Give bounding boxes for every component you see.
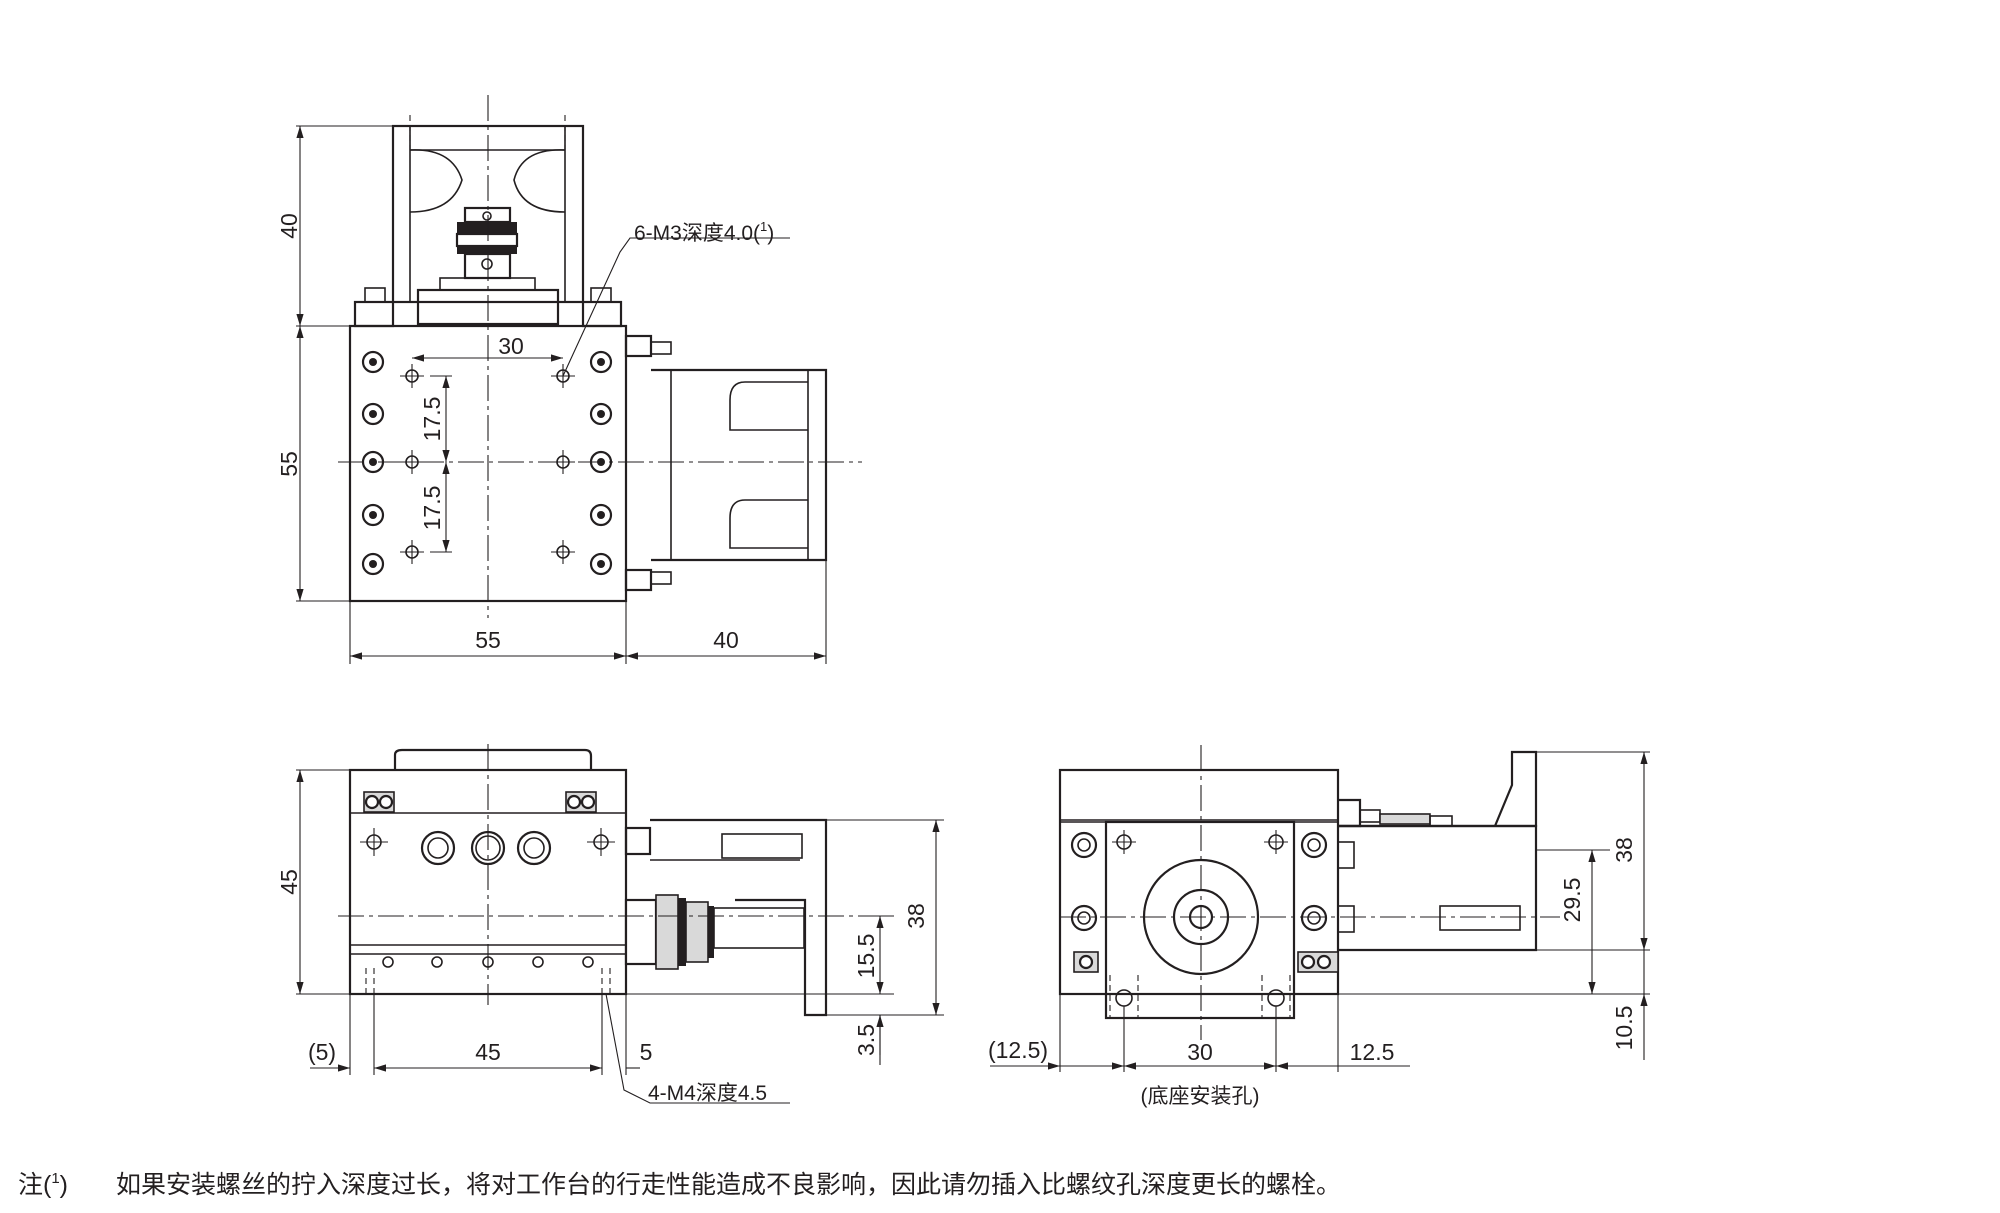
callout-m3-holes: 6-M3深度4.0(1) <box>634 219 774 245</box>
dim-front-height: 45 <box>276 869 302 895</box>
footnote: 注(1) 如果安装螺丝的拧入深度过长，将对工作台的行走性能造成不良影响，因此请勿… <box>18 1170 1341 1199</box>
footnote-text: 如果安装螺丝的拧入深度过长，将对工作台的行走性能造成不良影响，因此请勿插入比螺纹… <box>116 1171 1341 1199</box>
counterbore-holes <box>361 350 613 576</box>
dim-top-height-main: 55 <box>276 451 302 477</box>
dim-hole-spacing: 30 <box>498 333 524 359</box>
callout-m4-holes: 4-M4深度4.5 <box>648 1082 767 1105</box>
dim-side-left: (12.5) <box>988 1037 1048 1063</box>
dim-side-holes: 30 <box>1187 1039 1213 1065</box>
front-view: 45 38 15.5 3.5 (5) 45 5 4-M4深度4.5 <box>276 744 944 1105</box>
dim-front-offset: 3.5 <box>853 1024 879 1056</box>
dim-front-holes: 45 <box>475 1039 501 1065</box>
side-view: 38 29.5 10.5 (12.5) 30 12.5 (底座安装孔) <box>988 745 1650 1108</box>
footnote-marker: 注(1) <box>18 1170 68 1199</box>
dim-front-left: (5) <box>308 1039 336 1065</box>
dim-top-width-side: 40 <box>713 627 739 653</box>
dim-pitch-lower: 17.5 <box>419 486 445 531</box>
top-view: 40 55 30 17.5 17.5 55 40 6-M3深度4.0(1) <box>276 95 862 664</box>
dim-front-motor-height: 38 <box>903 903 929 929</box>
dim-side-total-height: 38 <box>1611 837 1637 863</box>
dim-side-right: 12.5 <box>1350 1039 1395 1065</box>
dim-side-center-height: 29.5 <box>1559 878 1585 923</box>
dim-top-height-upper: 40 <box>276 213 302 239</box>
callout-base-holes: (底座安装孔) <box>1141 1085 1260 1108</box>
dim-side-base: 10.5 <box>1611 1006 1637 1051</box>
dim-top-width-main: 55 <box>475 627 501 653</box>
dim-front-right: 5 <box>640 1039 653 1065</box>
dim-pitch-upper: 17.5 <box>419 397 445 442</box>
dim-front-shaft-height: 15.5 <box>853 934 879 979</box>
